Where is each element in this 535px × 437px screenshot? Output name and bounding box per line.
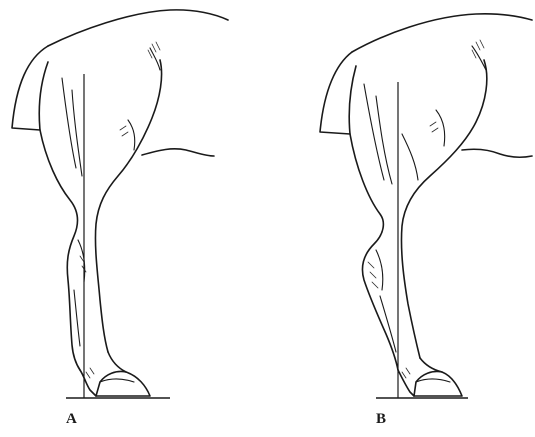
panel-b-shading	[368, 262, 378, 288]
panel-a-croup-outline	[48, 10, 228, 46]
panel-b-hoof	[414, 371, 462, 396]
panel-b-fetlock	[398, 370, 414, 396]
panel-a-label: A	[66, 412, 77, 427]
panel-a-muscle-line	[72, 90, 82, 176]
panel-b-front-leg-outline	[401, 60, 486, 358]
panel-a-tail	[12, 46, 48, 130]
panel-b-muscle-line	[402, 134, 418, 180]
panel-a-pastern-front	[108, 352, 126, 372]
panel-b-shading	[402, 368, 410, 378]
panel-a-muscle-line	[150, 48, 160, 70]
panel-a-rear-leg-outline	[40, 130, 80, 370]
panel-a-flank-outline	[142, 149, 214, 156]
panel-b-muscle-line	[472, 46, 486, 70]
panel-a-shading	[120, 126, 128, 136]
panel-b-croup-outline	[352, 14, 532, 52]
panel-b-flank-outline	[462, 149, 532, 157]
panel-b-tail	[320, 52, 356, 134]
panel-a-muscle-line	[62, 78, 76, 168]
panel-a-muscle-line	[128, 120, 135, 150]
panel-a-front-leg-outline	[95, 60, 161, 352]
panel-a-illustration	[12, 10, 228, 398]
panel-a-hoof	[96, 371, 150, 396]
panel-a-tendon-line	[74, 290, 80, 346]
panel-a-coronet	[100, 379, 134, 382]
panel-b-muscle-line	[376, 96, 392, 184]
panel-b-pastern-front	[420, 358, 442, 372]
panel-b-label: B	[376, 412, 386, 427]
panel-b-illustration	[320, 14, 532, 398]
panel-b-hock-line	[376, 250, 383, 290]
panel-b-coronet	[416, 379, 450, 382]
panel-b-shading	[430, 122, 438, 132]
panel-a-shading	[86, 368, 94, 378]
